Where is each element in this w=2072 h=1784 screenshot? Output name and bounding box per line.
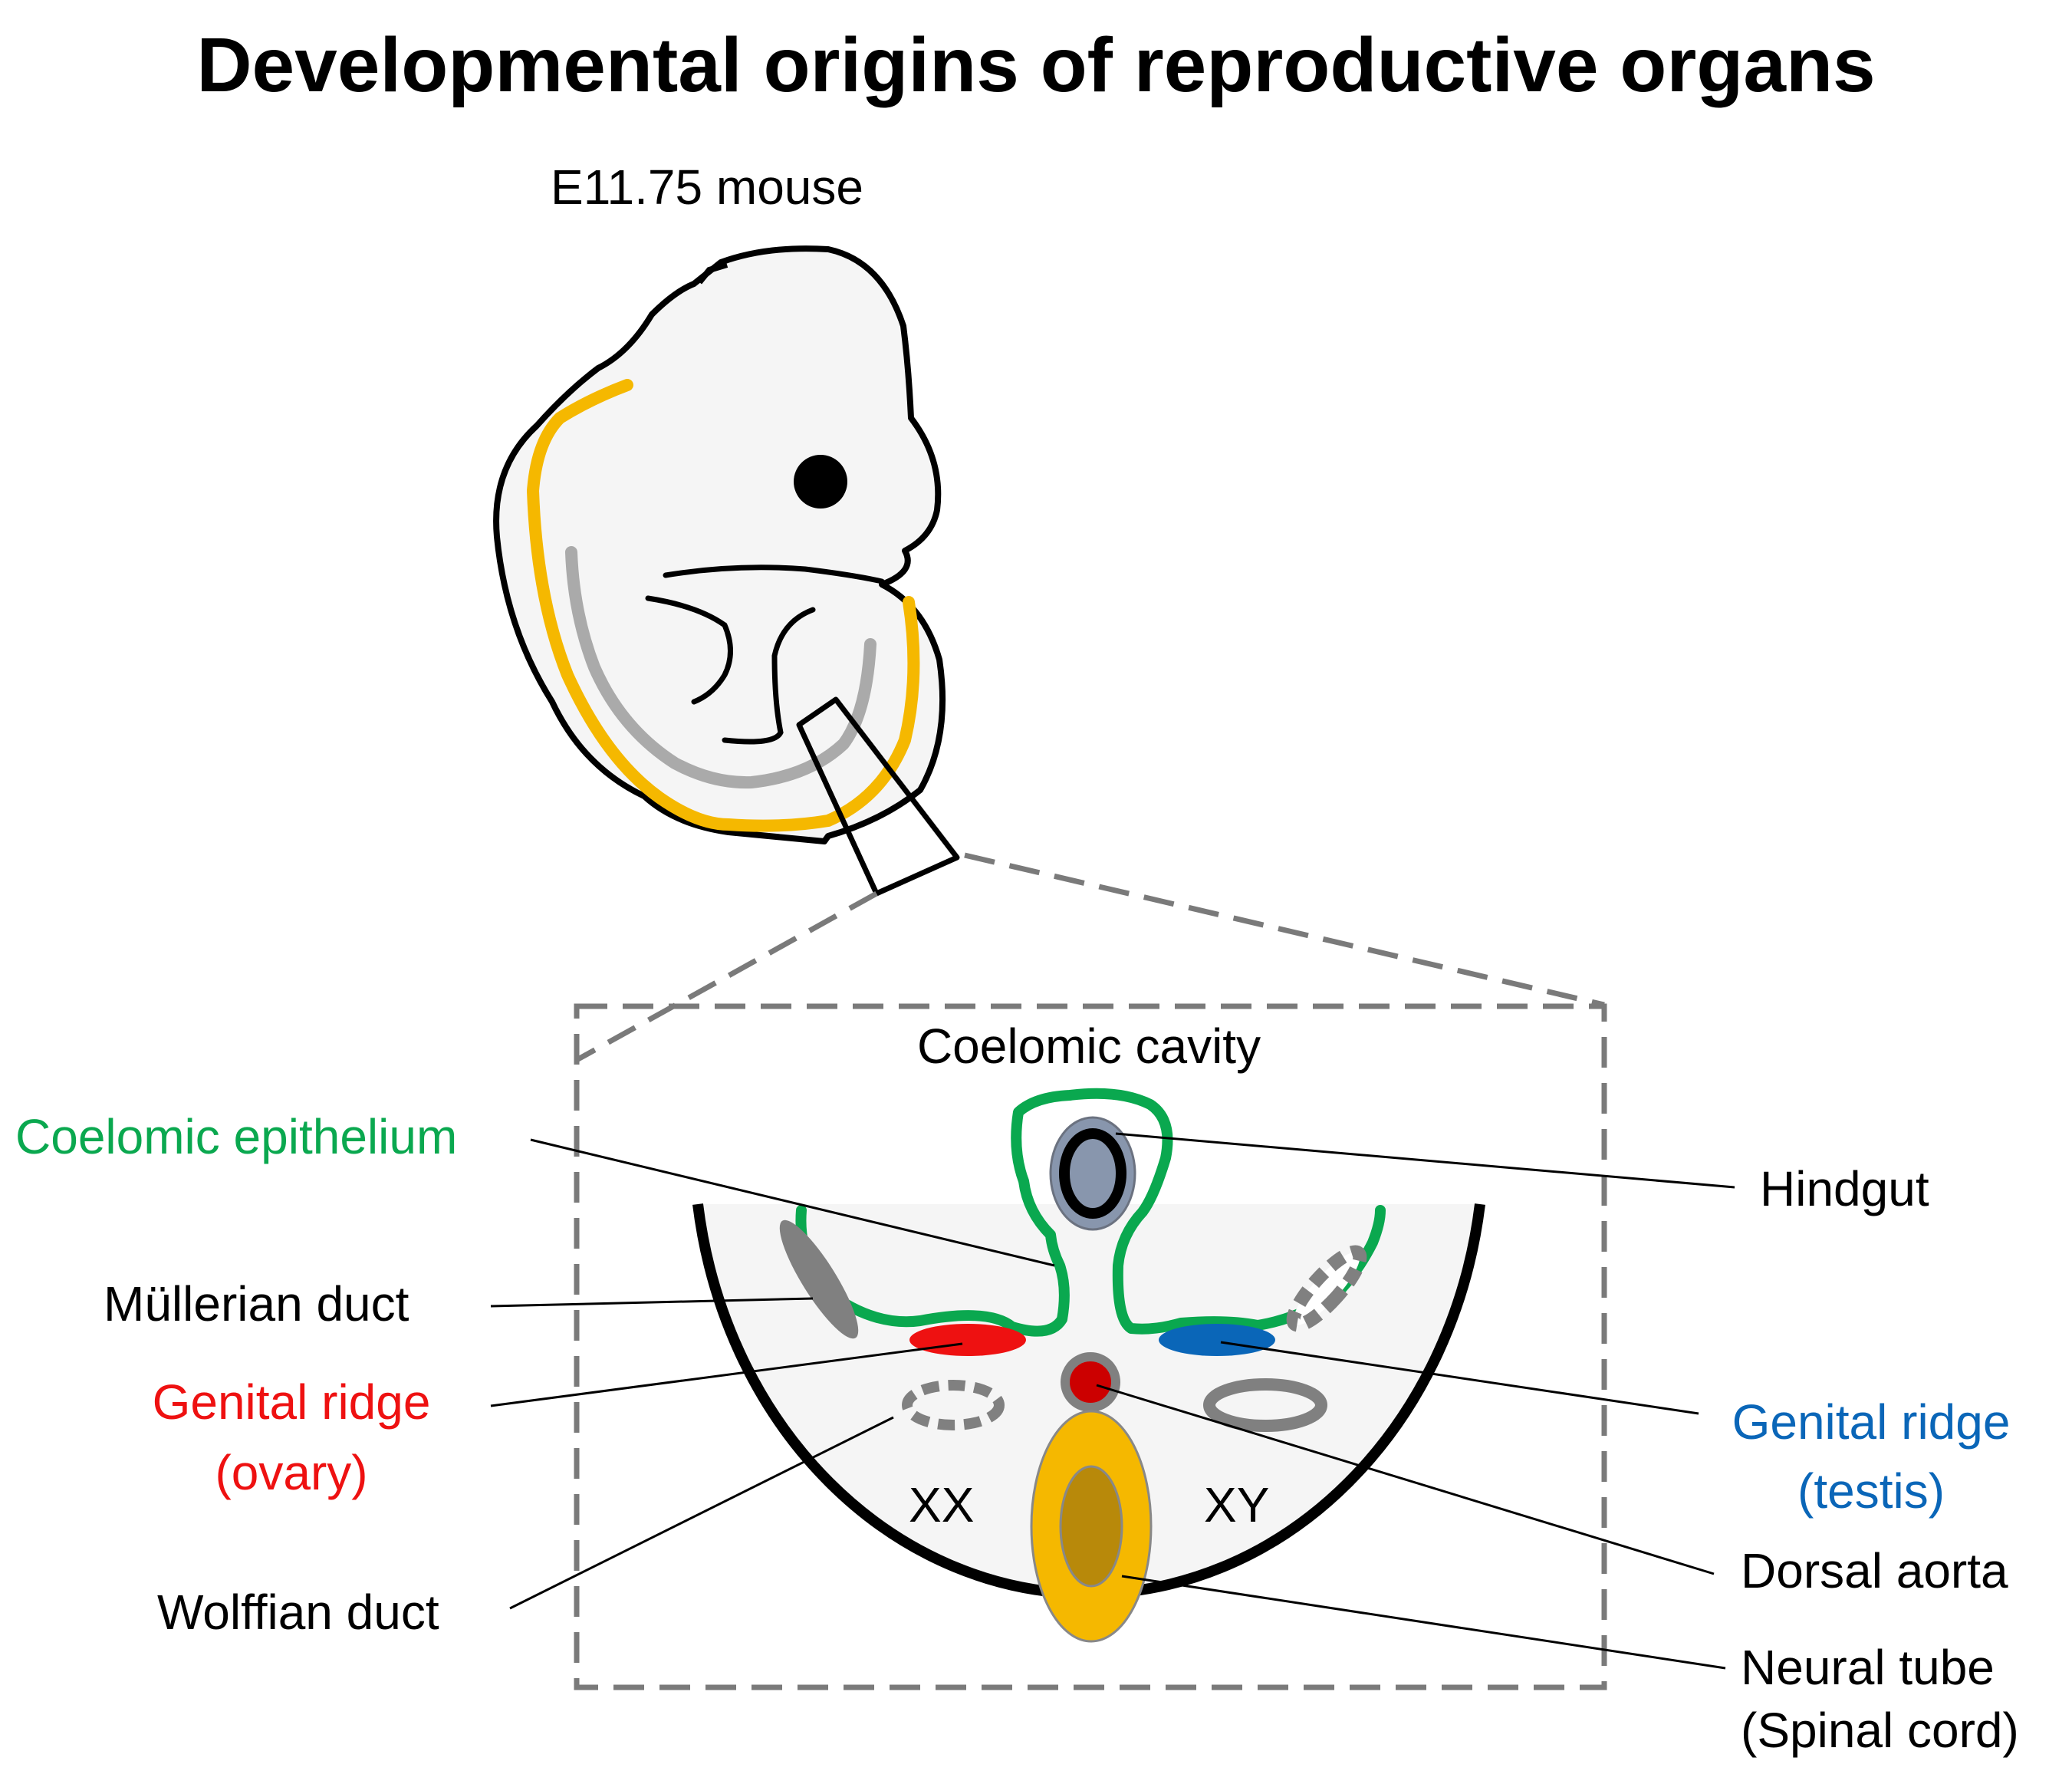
- wolffian-duct-xy: [1203, 1378, 1327, 1432]
- genital-ridge-testis-label: Genital ridge: [1732, 1394, 2011, 1450]
- leader-wolffian-duct: [509, 1416, 894, 1610]
- embryo-label: E11.75 mouse: [551, 160, 863, 215]
- leader-mullerian-duct: [490, 1297, 814, 1308]
- embryo-eye: [794, 455, 847, 509]
- genital-ridge-testis: [1159, 1324, 1275, 1356]
- diagram-title: Developmental origins of reproductive or…: [196, 22, 1876, 108]
- coelomic-cavity-label: Coelomic cavity: [916, 1019, 1261, 1074]
- hindgut-lumen-ring: [1059, 1128, 1126, 1219]
- embryo-zoom-box: [796, 696, 960, 897]
- genital-ridge-ovary-sublabel: (ovary): [215, 1445, 368, 1500]
- xy-label: XY: [1204, 1477, 1270, 1532]
- genital-ridge-ovary: [909, 1324, 1026, 1356]
- mullerian-duct-xy: [1286, 1245, 1367, 1332]
- genital-ridge-testis-sublabel: (testis): [1797, 1463, 1945, 1519]
- cross-section-frame: [574, 1003, 1607, 1690]
- genital-ridge-ovary-label: Genital ridge: [152, 1374, 431, 1430]
- embryo-head-notch: [696, 262, 728, 285]
- zoom-connector-left: [575, 890, 878, 1063]
- wolffian-duct-label: Wolffian duct: [157, 1585, 439, 1640]
- zoom-connector-right: [964, 852, 1605, 1008]
- neural-tube-sublabel: (Spinal cord): [1741, 1703, 2019, 1758]
- leader-neural-tube: [1121, 1575, 1726, 1670]
- dorsal-aorta-label: Dorsal aorta: [1741, 1543, 2008, 1598]
- coelomic-epithelium-label: Coelomic epithelium: [15, 1109, 458, 1164]
- leader-coelomic-epithelium: [530, 1138, 1055, 1267]
- mullerian-duct-label: Müllerian duct: [104, 1276, 409, 1331]
- wolffian-duct-xx: [902, 1380, 1005, 1430]
- mullerian-duct-xx: [779, 1220, 859, 1339]
- leader-hindgut: [1115, 1132, 1735, 1189]
- coelomic-epithelium-shape: [795, 1088, 1386, 1337]
- leader-dorsal-aorta: [1096, 1384, 1715, 1575]
- embryo-limb-line-3: [722, 607, 816, 745]
- embryo-gut-grey: [565, 546, 876, 789]
- neural-tube-label: Neural tube: [1741, 1640, 1995, 1695]
- embryo-neural-tube-yellow: [527, 379, 920, 832]
- embryo: [493, 245, 960, 897]
- leader-genital-ridge-ovary: [490, 1342, 963, 1407]
- leader-genital-ridge-testis: [1220, 1341, 1699, 1415]
- dorsal-aorta: [1061, 1352, 1120, 1412]
- embryo-limb-line-2: [645, 595, 733, 705]
- hindgut-label: Hindgut: [1760, 1161, 1929, 1216]
- embryo-limb-line-1: [663, 564, 885, 584]
- leader-lines: [490, 1132, 1735, 1670]
- neural-tube-core: [1059, 1465, 1123, 1588]
- xx-label: XX: [909, 1477, 975, 1532]
